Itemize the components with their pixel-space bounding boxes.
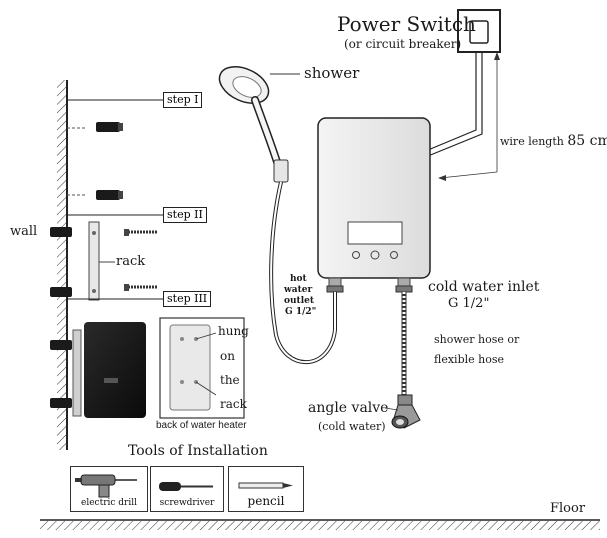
tools-title: Tools of Installation	[128, 443, 268, 459]
mounted-heater-side	[50, 322, 146, 418]
cold-inlet-pipe	[395, 277, 413, 293]
step-i-label: step I	[163, 92, 203, 109]
screw-1	[124, 229, 158, 236]
floor-label: Floor	[550, 501, 586, 516]
power-switch-subtitle: (or circuit breaker)	[344, 37, 462, 51]
back-view-note-2: on	[220, 349, 235, 363]
wall-plug-2	[96, 190, 123, 200]
wire-length-text: wire length	[500, 135, 564, 148]
shower-hose-highlight	[270, 181, 336, 364]
screwdriver-icon	[159, 482, 213, 491]
wire-length-arrow	[438, 52, 500, 181]
hot-outlet-pipe	[326, 277, 344, 293]
cold-inlet-size: G 1/2"	[448, 296, 490, 311]
back-view-note-1: hung	[218, 324, 249, 338]
hose-label-1: shower hose or	[434, 333, 520, 346]
rack-label: rack	[116, 254, 146, 269]
back-view-note-4: rack	[220, 397, 247, 411]
tool-box-drill: electric drill	[70, 466, 148, 512]
back-view-note-3: the	[220, 373, 240, 387]
cold-inlet-label: cold water inlet	[428, 279, 540, 295]
back-view-frame	[159, 317, 245, 419]
angle-valve-leader	[384, 407, 399, 411]
hot-outlet-label-3: outlet	[284, 296, 315, 306]
tool-label-screwdriver: screwdriver	[159, 498, 215, 508]
wire-length-value: 85 cm	[567, 133, 607, 149]
drill-icon	[75, 474, 137, 498]
power-switch-box	[457, 9, 501, 53]
water-heater	[317, 117, 431, 279]
tool-box-pencil: pencil	[228, 466, 304, 512]
shower-head	[218, 66, 289, 183]
wall-plug-in-wall-1	[50, 227, 72, 237]
mounting-rack	[88, 221, 100, 301]
tool-label-drill: electric drill	[81, 498, 137, 508]
step-iii-label: step III	[163, 291, 212, 308]
hose-label-2: flexible hose	[434, 353, 504, 366]
angle-valve-note: (cold water)	[318, 420, 386, 433]
pencil-icon	[238, 482, 293, 489]
tool-box-screwdriver: screwdriver	[150, 466, 224, 512]
angle-valve-label: angle valve	[308, 400, 389, 416]
screw-2	[124, 284, 158, 291]
wall	[57, 80, 68, 450]
step-ii-label: step II	[163, 207, 207, 224]
power-wire	[427, 52, 483, 157]
wire-length-label: wire length 85 cm	[500, 134, 607, 148]
hot-outlet-label-4: G 1/2"	[285, 307, 317, 317]
wall-plug-in-wall-2	[50, 287, 72, 297]
tool-label-pencil: pencil	[247, 494, 285, 508]
hot-outlet-label-1: hot	[290, 274, 307, 284]
wall-plug-1	[96, 122, 123, 132]
back-view-caption: back of water heater	[156, 420, 247, 431]
hot-outlet-label-2: water	[284, 285, 313, 295]
wall-label: wall	[10, 224, 38, 239]
power-switch-title: Power Switch	[337, 12, 476, 36]
shower-label: shower	[304, 64, 360, 82]
floor	[40, 519, 600, 530]
angle-valve	[391, 394, 421, 429]
